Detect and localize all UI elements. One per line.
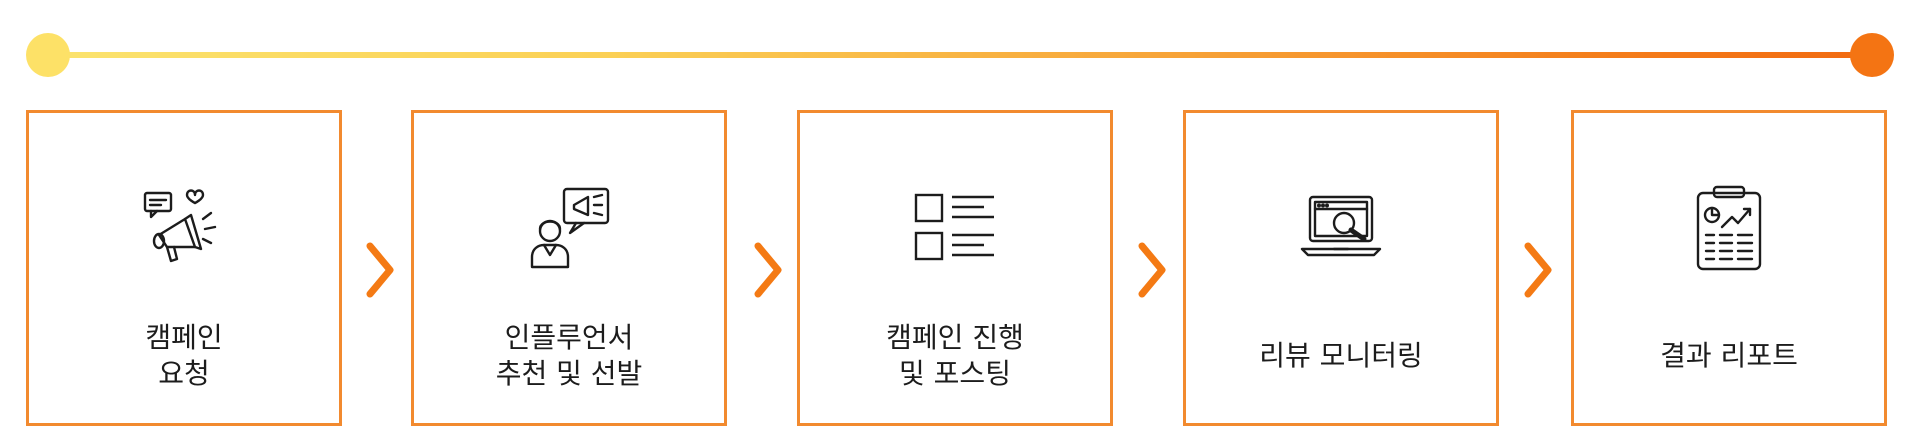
step-card-influencer-selection: 인플루언서 추천 및 선발 xyxy=(411,110,727,426)
step-label-line2: 및 포스팅 xyxy=(899,357,1011,390)
chevron-right-icon xyxy=(1524,242,1552,298)
chevron-right-icon xyxy=(1138,242,1166,298)
step-card-result-report: 결과 리포트 xyxy=(1571,110,1887,426)
step-label: 캠페인 진행 및 포스팅 xyxy=(800,318,1110,394)
step-label: 인플루언서 추천 및 선발 xyxy=(414,318,724,394)
step-card-campaign-posting: 캠페인 진행 및 포스팅 xyxy=(797,110,1113,426)
chevron-right-icon xyxy=(366,242,394,298)
monitoring-icon xyxy=(1300,195,1382,257)
step-label-line2: 추천 및 선발 xyxy=(495,357,643,390)
megaphone-icon xyxy=(143,189,217,263)
step-label-line1: 인플루언서 xyxy=(504,321,634,354)
progress-timeline xyxy=(48,52,1872,58)
step-label-line1: 캠페인 진행 xyxy=(886,321,1024,354)
step-label: 캠페인 요청 xyxy=(29,318,339,394)
step-label-line1: 결과 리포트 xyxy=(1660,339,1798,372)
chevron-right-icon xyxy=(754,242,782,298)
timeline-start-dot xyxy=(26,33,70,77)
influencer-icon xyxy=(530,187,610,269)
step-card-review-monitoring: 리뷰 모니터링 xyxy=(1183,110,1499,426)
step-label: 결과 리포트 xyxy=(1574,318,1884,394)
timeline-end-dot xyxy=(1850,33,1894,77)
step-list: 캠페인 요청 xyxy=(26,110,1894,430)
step-label: 리뷰 모니터링 xyxy=(1186,318,1496,394)
checklist-icon xyxy=(914,193,994,261)
step-label-line2: 요청 xyxy=(158,357,210,390)
step-card-campaign-request: 캠페인 요청 xyxy=(26,110,342,426)
report-icon xyxy=(1696,185,1762,271)
step-label-line1: 리뷰 모니터링 xyxy=(1259,339,1423,372)
step-label-line1: 캠페인 xyxy=(145,321,223,354)
